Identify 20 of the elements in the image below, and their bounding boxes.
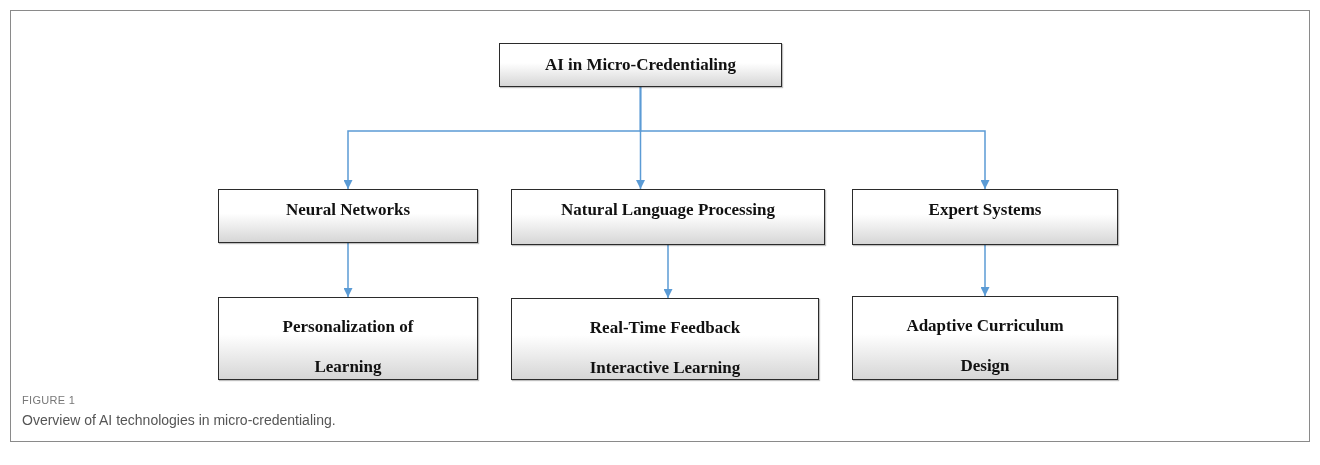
process-box (852, 189, 1118, 245)
box-label: Expert Systems (928, 199, 1042, 221)
box-label: Personalization of Learning (281, 316, 415, 378)
process-box (511, 298, 819, 380)
process-box (218, 189, 478, 243)
figure-caption: Overview of AI technologies in micro-credentialing. (22, 412, 336, 428)
process-box (218, 297, 478, 380)
process-box (511, 189, 825, 245)
box-label: AI in Micro-Credentialing (544, 54, 737, 76)
process-box (499, 43, 782, 87)
process-box (852, 296, 1118, 380)
box-label: Real-Time Feedback Interactive Learning (588, 317, 742, 379)
box-label: Adaptive Curriculum Design (905, 315, 1065, 377)
arrow (639, 86, 990, 190)
arrow (663, 244, 673, 299)
arrow (980, 244, 990, 297)
box-label: Natural Language Processing (560, 199, 776, 221)
figure-number: FIGURE 1 (22, 394, 76, 406)
arrow (343, 242, 353, 298)
box-label: Neural Networks (285, 199, 411, 221)
